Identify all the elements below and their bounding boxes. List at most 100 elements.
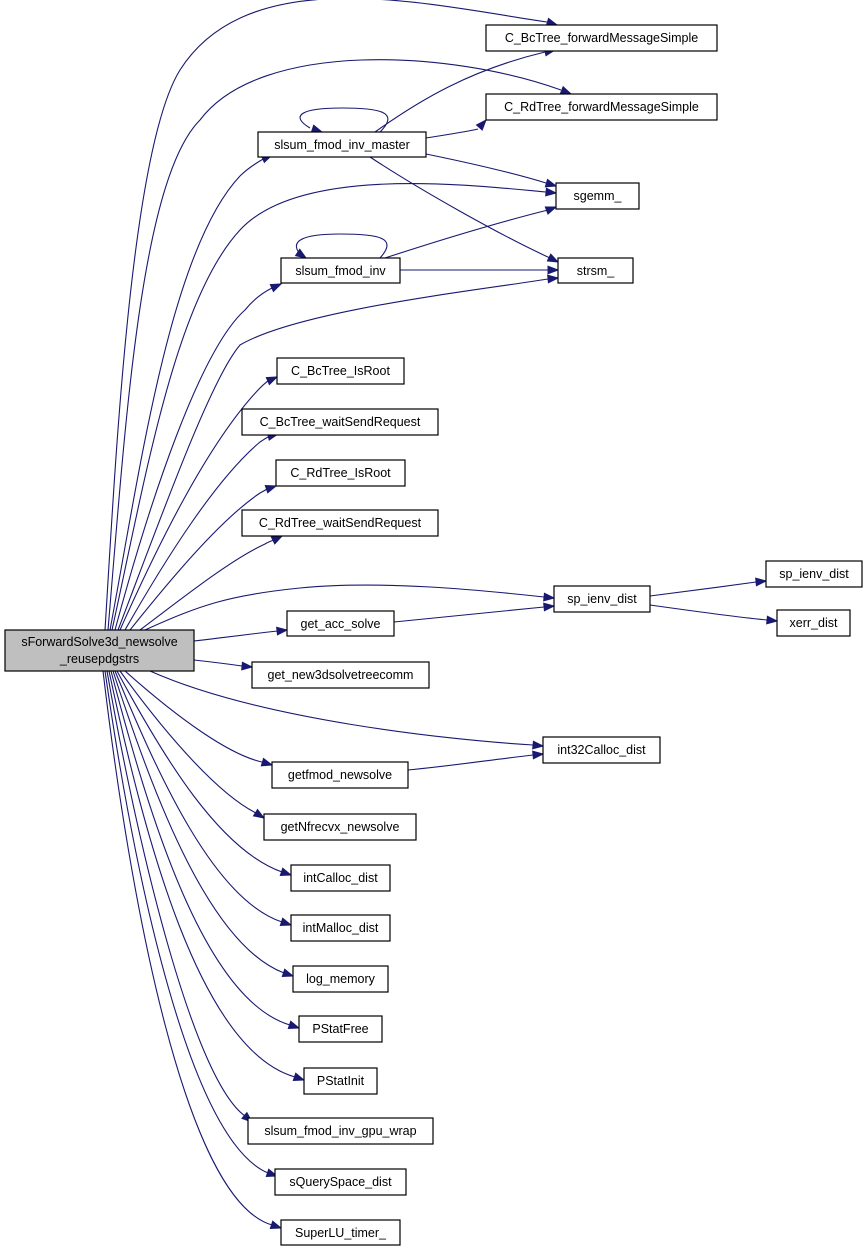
node-rd-forward-message-simple-label: C_RdTree_forwardMessageSimple bbox=[504, 100, 699, 114]
node-intcalloc-dist[interactable]: intCalloc_dist bbox=[290, 864, 391, 892]
arrowhead-sp-ienv-dist-to-sp-ienv-dist-recursive bbox=[755, 577, 768, 587]
arrowhead-root-to-sp-ienv-dist bbox=[543, 592, 556, 602]
node-intmalloc-dist[interactable]: intMalloc_dist bbox=[290, 914, 391, 942]
edge-line-root-to-sp-ienv-dist bbox=[144, 584, 545, 631]
node-xerr-dist[interactable]: xerr_dist bbox=[776, 609, 851, 637]
edge-line-get-acc-solve-to-sp-ienv-dist bbox=[393, 606, 545, 623]
edge-line-root-to-intcalloc-dist bbox=[116, 670, 283, 873]
node-root[interactable]: sForwardSolve3d_newsolve _reusepdgstrs bbox=[4, 629, 195, 672]
edge-line-root-to-pstatinit bbox=[108, 670, 296, 1078]
node-slsum-fmod-inv[interactable]: slsum_fmod_inv bbox=[280, 257, 401, 284]
node-pstatfree[interactable]: PStatFree bbox=[298, 1015, 383, 1043]
node-squeryspace-dist-label: sQuerySpace_dist bbox=[289, 1175, 392, 1189]
edge-root-to-rd-tree-wait-send-request bbox=[139, 535, 284, 631]
arrowhead-fmod-master-self-loop bbox=[310, 124, 324, 133]
node-slsum-fmod-inv-gpu-wrap[interactable]: slsum_fmod_inv_gpu_wrap bbox=[247, 1117, 434, 1145]
arrowhead-root-to-strsm bbox=[547, 274, 560, 284]
edge-line-root-to-rd-forward-message-simple bbox=[107, 59, 562, 631]
edge-line-root-to-intmalloc-dist bbox=[114, 670, 283, 923]
edge-line-root-to-strsm bbox=[117, 278, 549, 631]
edge-line-getfmod-to-int32calloc-dist bbox=[407, 754, 534, 771]
edge-root-to-slsum-fmod-inv-master bbox=[109, 154, 274, 631]
node-get-new3dsolvetreecomm-label: get_new3dsolvetreecomm bbox=[268, 668, 414, 682]
edge-line-root-to-superlu-timer bbox=[102, 670, 273, 1226]
edge-root-to-rd-forward-message-simple bbox=[107, 59, 573, 631]
arrowhead-getfmod-to-int32calloc-dist bbox=[532, 750, 545, 760]
node-getfmod-newsolve-label: getfmod_newsolve bbox=[288, 768, 392, 782]
arrowhead-root-to-rd-tree-isroot bbox=[264, 485, 278, 494]
arrowhead-fmod-inv-to-strsm bbox=[547, 265, 560, 275]
node-bc-tree-isroot[interactable]: C_BcTree_IsRoot bbox=[276, 357, 405, 385]
node-rd-tree-isroot[interactable]: C_RdTree_IsRoot bbox=[275, 459, 406, 487]
node-rd-forward-message-simple[interactable]: C_RdTree_forwardMessageSimple bbox=[485, 93, 718, 121]
node-rd-tree-wait-send-request[interactable]: C_RdTree_waitSendRequest bbox=[241, 509, 439, 537]
edge-root-to-log-memory bbox=[112, 670, 295, 977]
edge-root-to-sp-ienv-dist bbox=[144, 584, 556, 631]
node-getnfrecvx-newsolve-label: getNfrecvx_newsolve bbox=[281, 820, 400, 834]
arrowhead-root-to-slsum-fmod-inv bbox=[269, 283, 283, 293]
node-sp-ienv-dist-recursive[interactable]: sp_ienv_dist bbox=[765, 560, 863, 588]
edge-line-fmod-inv-to-sgemm bbox=[384, 209, 549, 259]
edge-root-to-sgemm bbox=[111, 183, 558, 631]
edge-fmod-inv-to-strsm bbox=[400, 265, 560, 275]
arrowhead-root-to-getfmod-newsolve bbox=[260, 757, 274, 767]
edge-line-fmod-master-to-bc-forward-message-simple bbox=[374, 51, 546, 133]
node-sgemm-label: sgemm_ bbox=[574, 189, 623, 203]
arrowhead-root-to-log-memory bbox=[281, 968, 295, 977]
edge-root-to-getnfrecvx-newsolve bbox=[119, 670, 266, 819]
arrowhead-root-to-intmalloc-dist bbox=[279, 917, 293, 926]
node-pstatfree-label: PStatFree bbox=[312, 1022, 368, 1036]
edge-root-to-strsm bbox=[117, 274, 560, 631]
node-strsm[interactable]: strsm_ bbox=[557, 257, 634, 284]
node-sp-ienv-dist[interactable]: sp_ienv_dist bbox=[553, 585, 651, 613]
arrowhead-root-to-pstatfree bbox=[287, 1020, 301, 1029]
node-xerr-dist-label: xerr_dist bbox=[790, 616, 838, 630]
node-rd-tree-wait-send-request-label: C_RdTree_waitSendRequest bbox=[259, 516, 422, 530]
node-slsum-fmod-inv-gpu-wrap-label: slsum_fmod_inv_gpu_wrap bbox=[264, 1124, 416, 1138]
edge-root-to-pstatfree bbox=[110, 670, 301, 1029]
edge-root-to-int32calloc-dist bbox=[149, 670, 545, 750]
arrowhead-sp-ienv-dist-to-xerr-dist bbox=[766, 615, 779, 625]
edge-line-fmod-master-self-loop bbox=[299, 107, 389, 133]
node-sp-ienv-dist-recursive-label: sp_ienv_dist bbox=[779, 567, 849, 581]
edge-line-root-to-bc-tree-isroot bbox=[119, 380, 269, 631]
edge-root-to-slsum-fmod-inv-gpu-wrap bbox=[106, 670, 254, 1123]
node-get-new3dsolvetreecomm[interactable]: get_new3dsolvetreecomm bbox=[251, 661, 430, 689]
node-get-acc-solve[interactable]: get_acc_solve bbox=[286, 610, 395, 637]
node-bc-tree-isroot-label: C_BcTree_IsRoot bbox=[291, 364, 390, 378]
node-bc-forward-message-simple[interactable]: C_BcTree_forwardMessageSimple bbox=[485, 24, 718, 52]
node-getnfrecvx-newsolve[interactable]: getNfrecvx_newsolve bbox=[263, 813, 417, 841]
edge-fmod-inv-self-loop bbox=[294, 233, 388, 259]
node-slsum-fmod-inv-master[interactable]: slsum_fmod_inv_master bbox=[257, 131, 427, 158]
edge-line-root-to-slsum-fmod-inv bbox=[114, 287, 273, 631]
edge-root-to-intmalloc-dist bbox=[114, 670, 293, 926]
edge-get-acc-solve-to-sp-ienv-dist bbox=[393, 602, 556, 623]
node-strsm-label: strsm_ bbox=[577, 264, 616, 278]
node-bc-tree-wait-send-request[interactable]: C_BcTree_waitSendRequest bbox=[241, 408, 439, 436]
node-superlu-timer-label: SuperLU_timer_ bbox=[295, 1226, 387, 1240]
edge-line-root-to-squeryspace-dist bbox=[104, 670, 269, 1174]
node-intcalloc-dist-label: intCalloc_dist bbox=[303, 871, 378, 885]
edge-root-to-squeryspace-dist bbox=[104, 670, 279, 1177]
edge-root-to-intcalloc-dist bbox=[116, 670, 293, 876]
node-root-label-line2: _reusepdgstrs bbox=[59, 652, 139, 666]
function-nodes: sForwardSolve3d_newsolve _reusepdgstrs C… bbox=[4, 24, 863, 1246]
edge-root-to-superlu-timer bbox=[102, 670, 283, 1229]
node-pstatinit-label: PStatInit bbox=[317, 1074, 365, 1088]
edge-root-to-get-acc-solve bbox=[193, 626, 289, 642]
edge-root-to-get-new3dsolvetreecomm bbox=[193, 659, 254, 671]
arrowhead-get-acc-solve-to-sp-ienv-dist bbox=[543, 602, 556, 612]
node-pstatinit[interactable]: PStatInit bbox=[303, 1067, 378, 1095]
arrowhead-root-to-intcalloc-dist bbox=[279, 867, 293, 876]
edge-root-to-getfmod-newsolve bbox=[124, 670, 274, 767]
node-squeryspace-dist[interactable]: sQuerySpace_dist bbox=[274, 1168, 407, 1196]
node-int32calloc-dist[interactable]: int32Calloc_dist bbox=[542, 736, 661, 764]
node-bc-forward-message-simple-label: C_BcTree_forwardMessageSimple bbox=[505, 31, 698, 45]
node-log-memory[interactable]: log_memory bbox=[292, 965, 389, 993]
edge-line-root-to-bc-forward-message-simple bbox=[104, 0, 548, 631]
node-get-acc-solve-label: get_acc_solve bbox=[301, 617, 381, 631]
node-sgemm[interactable]: sgemm_ bbox=[555, 182, 640, 210]
edge-fmod-master-self-loop bbox=[299, 107, 389, 133]
node-getfmod-newsolve[interactable]: getfmod_newsolve bbox=[271, 761, 409, 789]
node-superlu-timer[interactable]: SuperLU_timer_ bbox=[280, 1219, 401, 1246]
